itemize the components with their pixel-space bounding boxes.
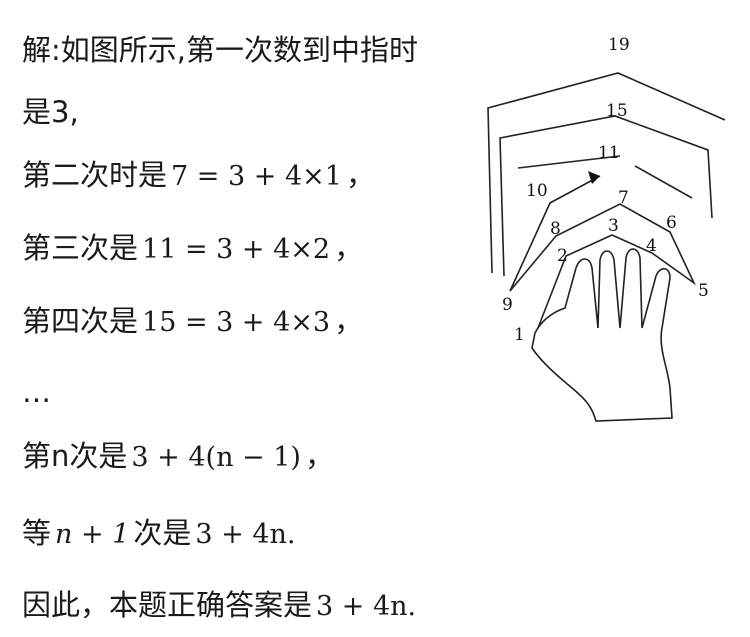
figure-label-7: 7: [618, 188, 629, 208]
line-9-math: 3 + 4n.: [316, 591, 417, 622]
line-8-pre: 等: [22, 516, 52, 550]
line-5-text: 第四次是: [22, 304, 139, 338]
figure-label-2: 2: [557, 246, 568, 266]
line-7-math: 3 + 4(n − 1): [131, 442, 301, 473]
line-4-math: 11 = 3 + 4×2: [142, 234, 331, 265]
line-3-comma: ，: [345, 158, 375, 192]
hand-outline: [531, 248, 673, 422]
bracket-11: [517, 155, 621, 169]
line-7-comma: ，: [304, 439, 334, 473]
line-3-text: 第二次时是: [22, 158, 168, 192]
line-5-math: 15 = 3 + 4×3: [142, 307, 331, 338]
figure-label-3: 3: [608, 216, 619, 236]
bracket-11-right: [634, 165, 693, 199]
line-8-math-2: 3 + 4n.: [195, 519, 296, 550]
count-path: [509, 175, 697, 329]
line-7-text: 第n次是: [22, 439, 128, 473]
hand-counting-figure: 1 2 3 4 5 6 7 8 9 10 11 15 19: [487, 35, 726, 422]
line-3-math: 7 = 3 + 4×1: [171, 161, 342, 192]
solution-line-ellipsis: …: [22, 375, 51, 409]
bracket-19: [487, 72, 726, 274]
figure-label-10: 10: [526, 181, 548, 201]
figure-label-11: 11: [598, 143, 620, 163]
figure-label-5: 5: [698, 281, 709, 301]
figure-label-15: 15: [606, 101, 628, 121]
bracket-15: [499, 115, 713, 277]
figure-label-4: 4: [646, 236, 657, 256]
line-5-comma: ，: [334, 304, 364, 338]
figure-label-8: 8: [550, 219, 561, 239]
solution-line-1: 解:如图所示,第一次数到中指时: [22, 33, 418, 67]
line-8-math-1: n + 1: [55, 519, 130, 550]
figure-label-19: 19: [608, 35, 630, 55]
line-4-comma: ，: [334, 231, 364, 265]
figure-label-6: 6: [666, 213, 677, 233]
figure-label-9: 9: [502, 295, 513, 315]
line-8-mid: 次是: [133, 516, 192, 550]
figure-label-1: 1: [514, 325, 525, 345]
solution-line-2: 是3,: [22, 95, 79, 129]
line-9-text: 因此，本题正确答案是: [22, 588, 313, 622]
line-4-text: 第三次是: [22, 231, 139, 265]
arrow-head-icon: [588, 171, 600, 184]
